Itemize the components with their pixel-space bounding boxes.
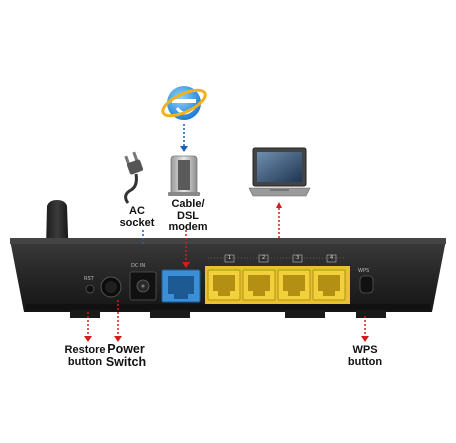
internet-link-arrowhead — [180, 146, 188, 152]
wps-panel-label: WPS — [358, 268, 370, 274]
wan-port — [161, 269, 201, 303]
restore-arrowhead — [84, 336, 92, 342]
wps-button-label: WPS button — [347, 344, 383, 368]
lan-port — [312, 269, 346, 301]
power-plug-icon — [124, 151, 144, 204]
cable-dsl-modem-label: Cable/ DSL modem — [168, 198, 208, 234]
restore-button-label: Restore button — [64, 344, 106, 368]
laptop-icon — [248, 147, 311, 197]
wps-button[interactable] — [359, 275, 374, 294]
lan-port-number: 4 — [330, 255, 334, 261]
lan-number-box — [258, 254, 269, 263]
restore-button[interactable] — [85, 284, 95, 294]
lan-port — [277, 269, 311, 301]
power-arrowhead — [114, 336, 122, 342]
lan-number-box — [326, 254, 337, 263]
lan-port-number: 3 — [296, 255, 300, 261]
modem-icon — [168, 155, 200, 196]
power-switch[interactable] — [100, 276, 122, 298]
lan-port-number: 2 — [262, 255, 266, 261]
laptop-arrowhead — [276, 202, 282, 208]
internet-explorer-icon — [161, 86, 207, 120]
lan-number-box — [292, 254, 303, 263]
lan-port — [242, 269, 276, 301]
lan-number-box — [224, 254, 235, 263]
wps-arrowhead — [361, 336, 369, 342]
modem-link-arrowhead — [182, 262, 190, 268]
lan-port-number: 1 — [228, 255, 232, 261]
power-switch-label: Power Switch — [105, 342, 147, 370]
rst-label: RST — [84, 276, 94, 282]
dc-in-label: DC IN — [131, 263, 146, 269]
lan-port — [207, 269, 241, 301]
dc-in-socket — [129, 271, 157, 301]
ac-socket-label: AC socket — [119, 205, 155, 229]
